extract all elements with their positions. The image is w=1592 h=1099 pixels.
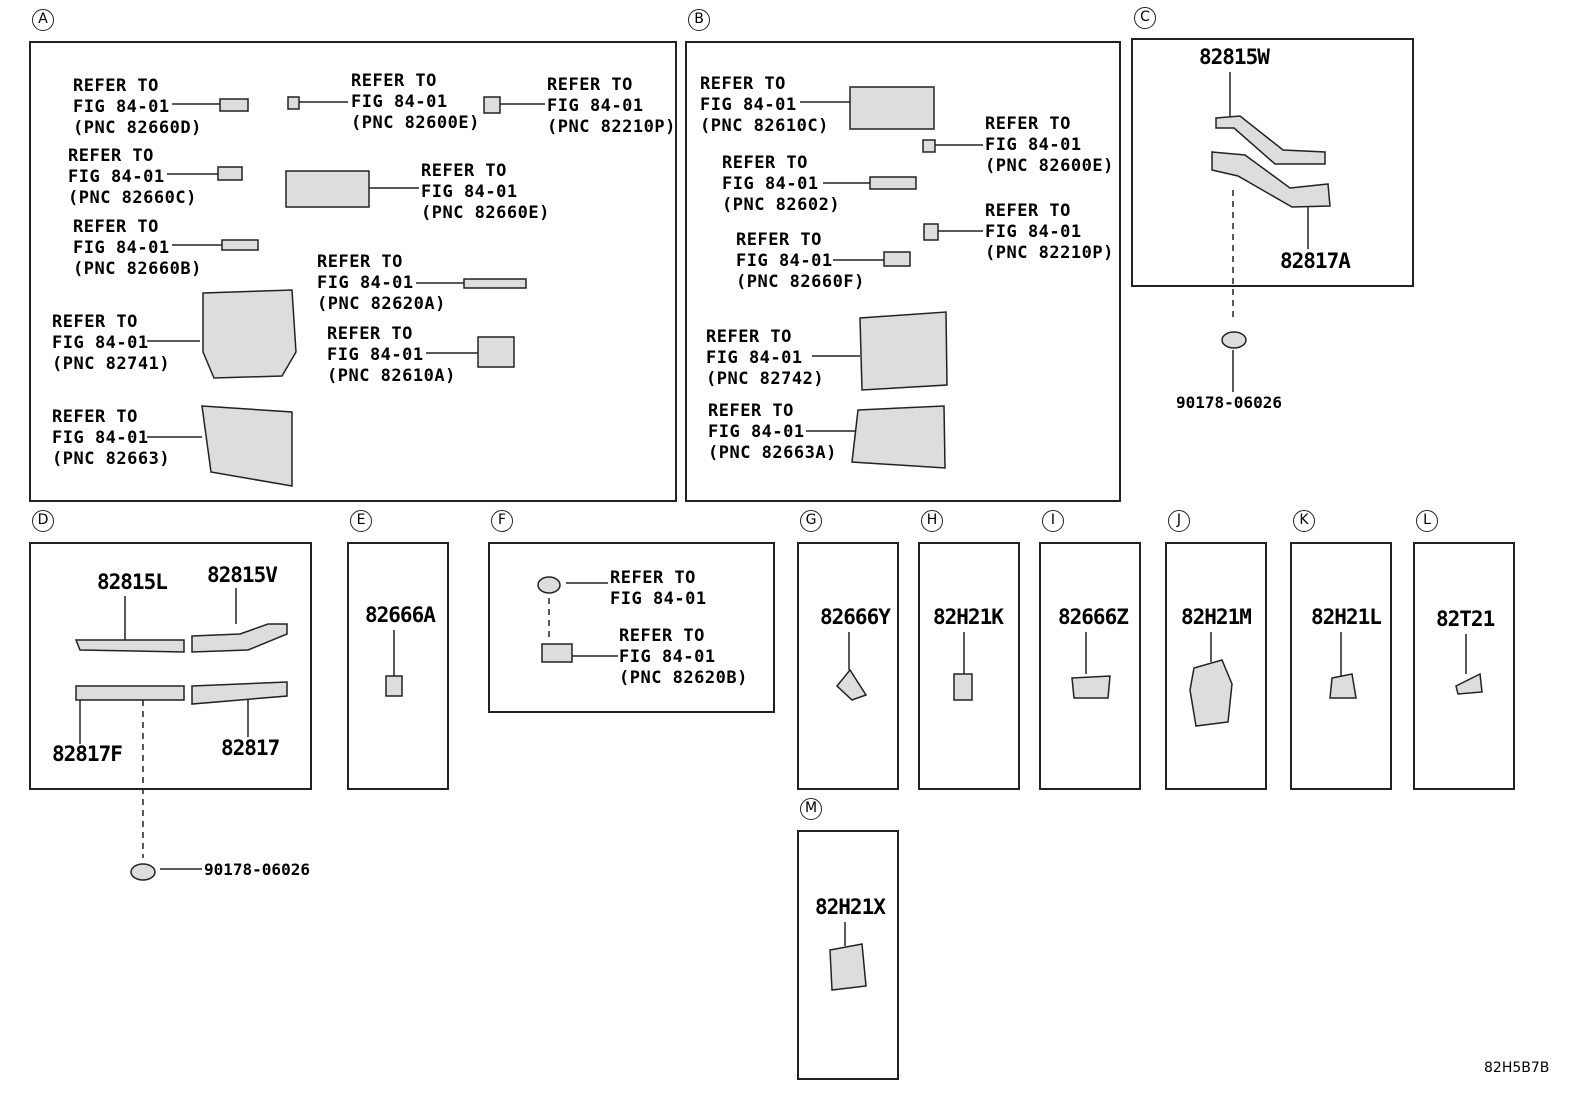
part-number-82666z[interactable]: 82666Z [1058, 605, 1129, 629]
panel-b [685, 41, 1121, 502]
panel-a [29, 41, 677, 502]
part-number-82815w[interactable]: 82815W [1199, 45, 1270, 69]
panel-j [1165, 542, 1267, 790]
panel-f [488, 542, 775, 713]
part-number-82815l[interactable]: 82815L [97, 570, 168, 594]
panel-h [918, 542, 1020, 790]
panel-c [1131, 38, 1414, 287]
panel-l [1413, 542, 1515, 790]
panel-e [347, 542, 449, 790]
clip-number-90178-06026-d[interactable]: 90178-06026 [204, 860, 310, 879]
panel-g [797, 542, 899, 790]
panel-letter-e: E [350, 510, 372, 532]
panel-i [1039, 542, 1141, 790]
part-number-82h21x[interactable]: 82H21X [815, 895, 886, 919]
part-number-82666a[interactable]: 82666A [365, 603, 436, 627]
part-number-82817[interactable]: 82817 [221, 736, 280, 760]
part-number-82815v[interactable]: 82815V [207, 563, 278, 587]
panel-d [29, 542, 312, 790]
panel-letter-b: B [688, 9, 710, 31]
panel-letter-j: J [1168, 510, 1190, 532]
part-number-82h21l[interactable]: 82H21L [1311, 605, 1382, 629]
clip-number-90178-06026-c[interactable]: 90178-06026 [1176, 393, 1282, 412]
panel-letter-d: D [32, 510, 54, 532]
panel-k [1290, 542, 1392, 790]
panel-letter-c: C [1134, 7, 1156, 29]
part-number-82h21k[interactable]: 82H21K [933, 605, 1004, 629]
panel-letter-f: F [491, 510, 513, 532]
panel-letter-a: A [32, 9, 54, 31]
part-number-82666y[interactable]: 82666Y [820, 605, 891, 629]
part-number-82t21[interactable]: 82T21 [1436, 607, 1495, 631]
panel-letter-k: K [1293, 510, 1315, 532]
panel-letter-g: G [800, 510, 822, 532]
diagram-code: 82H5B7B [1484, 1060, 1550, 1076]
panel-letter-l: L [1416, 510, 1438, 532]
panel-letter-h: H [921, 510, 943, 532]
panel-letter-i: I [1042, 510, 1064, 532]
part-number-82817a[interactable]: 82817A [1280, 249, 1351, 273]
panel-m [797, 830, 899, 1080]
part-number-82817f[interactable]: 82817F [52, 742, 123, 766]
part-number-82h21m[interactable]: 82H21M [1181, 605, 1252, 629]
panel-letter-m: M [800, 798, 822, 820]
